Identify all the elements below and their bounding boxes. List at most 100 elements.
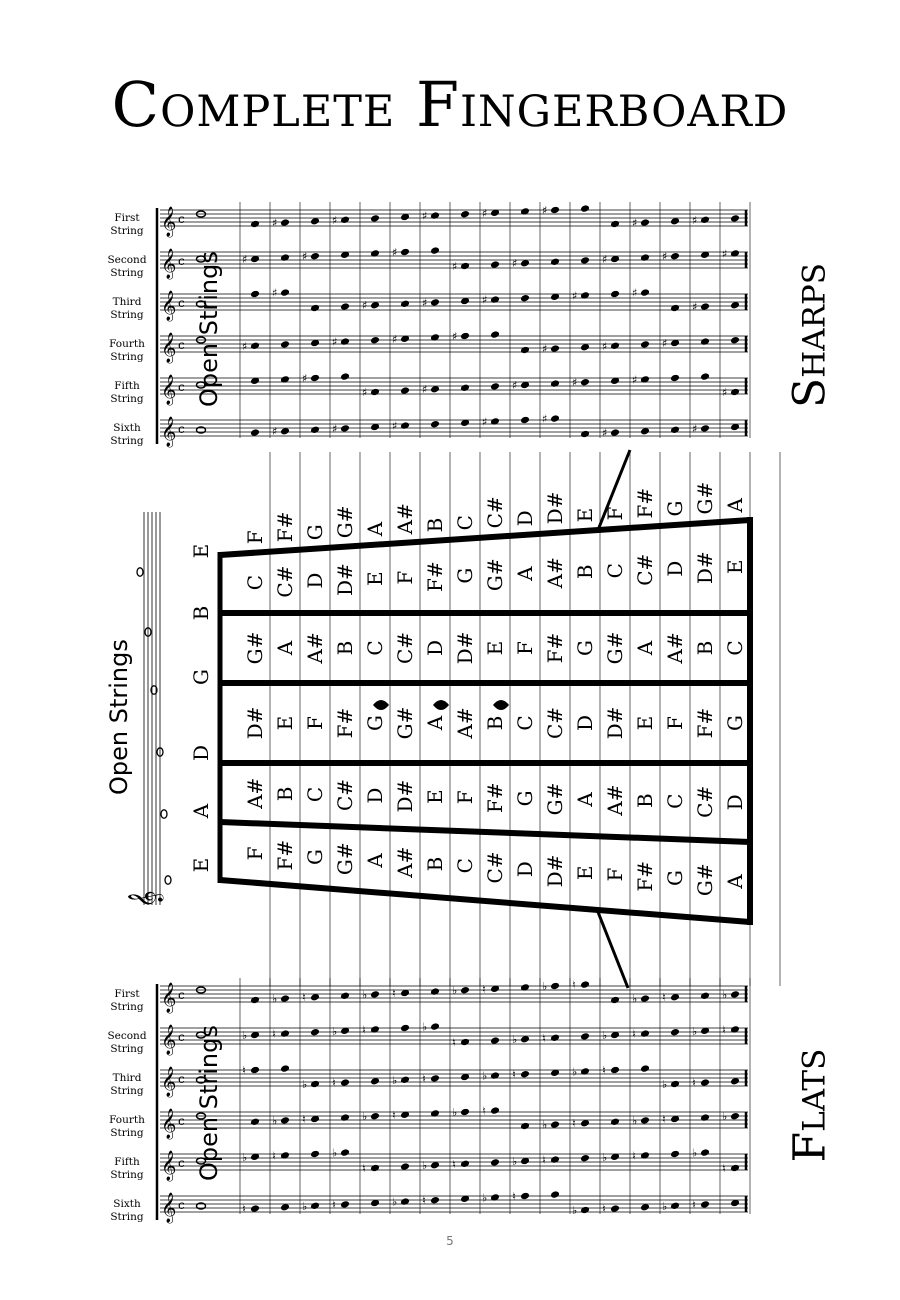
- sharps-treble-clef: 𝄞: [161, 290, 176, 322]
- flats-note: [460, 1108, 470, 1116]
- flats-note: [550, 1191, 560, 1198]
- sharps-note: [640, 428, 650, 435]
- flats-note: [520, 1157, 530, 1165]
- flats-note-accidental: ♮: [302, 991, 306, 1004]
- flats-note-accidental: ♭: [542, 980, 547, 993]
- band-b-note: A#: [543, 557, 567, 589]
- band-d-note: F#: [693, 708, 717, 739]
- flats-note: [310, 1202, 320, 1209]
- band-b-note: C#: [273, 566, 297, 598]
- sharps-time-signature: c: [178, 380, 185, 394]
- flats-note-accidental: ♮: [692, 1198, 696, 1211]
- flats-note: [490, 1194, 500, 1201]
- fret-name-top: G: [663, 501, 687, 517]
- band-a-note: C#: [693, 786, 717, 818]
- fret-name-top: C: [453, 515, 477, 530]
- flats-note: [340, 992, 350, 999]
- band-d-note: C: [513, 715, 537, 730]
- sharps-note: [400, 248, 410, 256]
- band-g-note: G#: [243, 632, 267, 665]
- band-d-note: D#: [243, 707, 267, 740]
- band-a-note: G#: [543, 783, 567, 816]
- flats-note: [580, 1155, 590, 1162]
- sharps-note: [610, 342, 620, 349]
- sharps-note: [250, 429, 260, 436]
- sharps-note: [250, 255, 260, 263]
- flats-note: [730, 1113, 740, 1120]
- flats-note: [640, 995, 650, 1002]
- flats-note-accidental: ♭: [302, 1200, 307, 1213]
- band-a-note: C: [303, 787, 327, 802]
- sharps-note: [310, 374, 320, 382]
- open-string-name: E: [189, 858, 213, 873]
- sharps-note: [640, 254, 650, 261]
- sharps-note: [490, 418, 500, 425]
- band-g-note: A: [633, 640, 657, 656]
- band-low-e-note: F#: [633, 861, 657, 892]
- sharps-note: [340, 251, 350, 258]
- flats-note-accidental: ♮: [242, 1203, 246, 1216]
- sharps-note: [670, 253, 680, 260]
- band-a-note: D: [363, 788, 387, 804]
- flats-note-accidental: ♮: [692, 1077, 696, 1090]
- sharps-note: [400, 300, 410, 307]
- sharps-note: [310, 339, 320, 347]
- sharps-note-accidental: ♯: [242, 253, 247, 266]
- flats-open-note: [195, 1157, 207, 1165]
- sharps-note: [700, 373, 710, 380]
- sharps-note-accidental: ♯: [572, 289, 577, 302]
- flats-note: [520, 1071, 530, 1078]
- band-a-note: F#: [483, 783, 507, 814]
- flats-time-signature: c: [178, 1198, 185, 1212]
- open-string-note: [156, 747, 164, 757]
- flats-note: [370, 1078, 380, 1085]
- flats-open-note: [195, 1112, 207, 1120]
- flats-note-accidental: ♮: [632, 1149, 636, 1162]
- sharps-note: [280, 254, 290, 261]
- sharps-note: [610, 377, 620, 384]
- flats-note: [250, 1066, 260, 1074]
- fret-name-top: F#: [633, 488, 657, 519]
- band-a-note: A#: [243, 778, 267, 810]
- flats-note-accidental: ♭: [272, 1114, 277, 1127]
- flats-note: [700, 1149, 710, 1156]
- flats-note-accidental: ♭: [722, 988, 727, 1001]
- band-d-note: E: [273, 716, 297, 731]
- open-string-note: [160, 809, 168, 819]
- flats-note-accidental: ♮: [362, 1162, 366, 1175]
- sharps-note: [280, 428, 290, 435]
- sharps-note: [400, 422, 410, 429]
- band-g-note: G#: [603, 632, 627, 665]
- band-low-e-note: D: [513, 861, 537, 877]
- band-low-e-note: G: [663, 870, 687, 886]
- flats-note-accidental: ♮: [392, 1109, 396, 1122]
- band-d-note: D: [573, 715, 597, 731]
- flats-note: [400, 1163, 410, 1170]
- sharps-note: [730, 423, 740, 431]
- flats-note: [550, 1034, 560, 1041]
- sharps-note: [700, 303, 710, 310]
- flats-note: [520, 1036, 530, 1043]
- flats-note-accidental: ♭: [422, 1159, 427, 1172]
- flats-note: [550, 1069, 560, 1076]
- sharps-note: [580, 257, 590, 264]
- sharps-note: [550, 258, 560, 265]
- sharps-open-note: [195, 426, 207, 434]
- flats-note: [460, 1195, 470, 1202]
- fret-name-top: D: [513, 510, 537, 526]
- flats-note-accidental: ♮: [422, 1194, 426, 1207]
- flats-note-accidental: ♭: [572, 1204, 577, 1217]
- band-low-e-note: A: [363, 853, 387, 869]
- sharps-note: [250, 290, 260, 298]
- sharps-treble-clef: 𝄞: [161, 248, 176, 280]
- flats-note-accidental: ♮: [422, 1072, 426, 1085]
- sharps-note: [490, 331, 500, 338]
- band-d-note: F: [303, 716, 327, 730]
- flats-treble-clef: 𝄞: [161, 1066, 176, 1098]
- flats-note-accidental: ♮: [662, 991, 666, 1004]
- sharps-note: [370, 423, 380, 431]
- flats-treble-clef: 𝄞: [161, 982, 176, 1014]
- flats-note: [610, 1031, 620, 1039]
